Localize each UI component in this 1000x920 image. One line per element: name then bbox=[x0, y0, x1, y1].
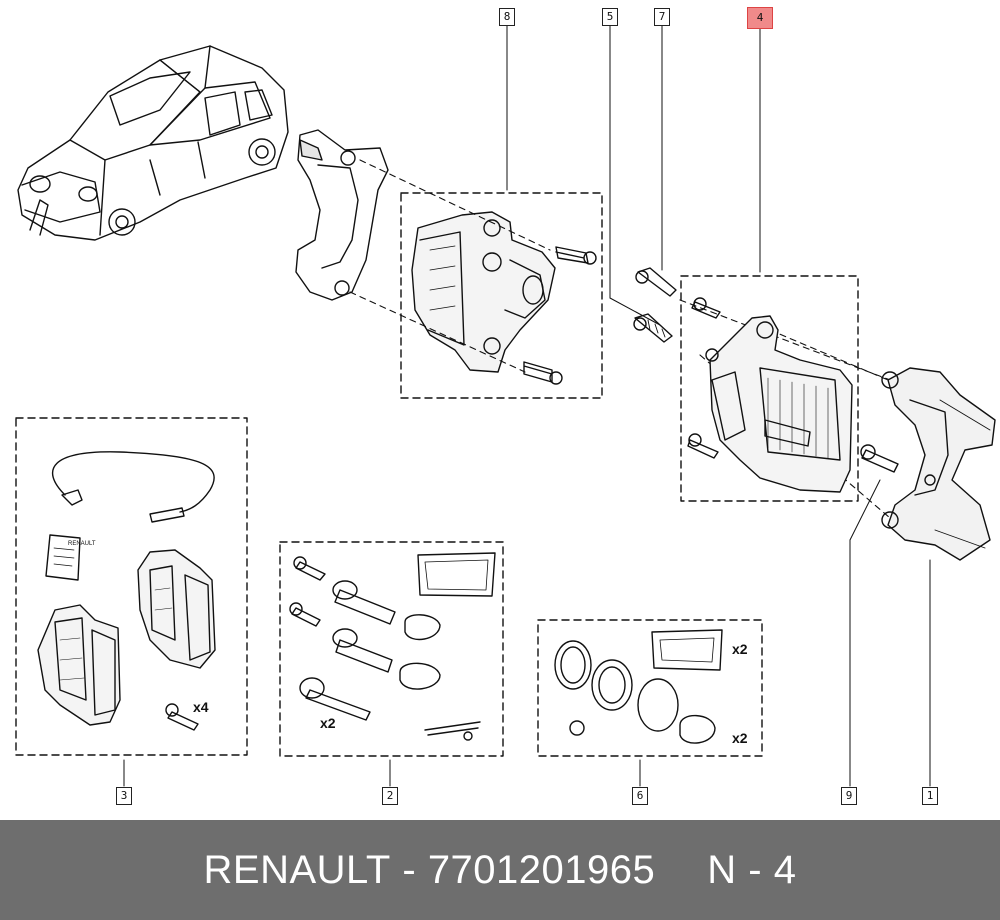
callout-5: 5 bbox=[602, 8, 618, 26]
car-illustration bbox=[17, 45, 289, 241]
group-box-3 bbox=[15, 417, 248, 756]
bracket-left bbox=[295, 129, 389, 301]
callout-7: 7 bbox=[654, 8, 670, 26]
bolts-4 bbox=[687, 297, 721, 459]
footer-brand: RENAULT bbox=[203, 847, 391, 892]
footer-bar: RENAULT - 7701201965 N - 4 bbox=[0, 820, 1000, 920]
guide-kit-parts bbox=[289, 552, 496, 741]
callout-4-highlighted: 4 bbox=[747, 7, 773, 29]
bolts-7-5 bbox=[633, 267, 677, 343]
group-box-4 bbox=[680, 275, 859, 502]
group-box-2 bbox=[279, 541, 504, 757]
leader-lines bbox=[123, 25, 931, 787]
qty-guide-bolts: x2 bbox=[320, 715, 336, 731]
bracket-right bbox=[881, 367, 996, 561]
callout-9: 9 bbox=[841, 787, 857, 805]
caliper-8 bbox=[411, 211, 556, 373]
callout-6: 6 bbox=[632, 787, 648, 805]
callout-3: 3 bbox=[116, 787, 132, 805]
qty-pad-bolts: x4 bbox=[193, 699, 209, 715]
group-box-6 bbox=[537, 619, 763, 757]
brake-pads bbox=[37, 549, 216, 726]
callout-2: 2 bbox=[382, 787, 398, 805]
footer-text: RENAULT - 7701201965 N - 4 bbox=[203, 847, 797, 892]
bolts-8 bbox=[523, 246, 597, 385]
caliper-4 bbox=[705, 315, 853, 493]
footer-part-number: 7701201965 bbox=[427, 847, 656, 892]
instruction-booklet bbox=[45, 534, 81, 581]
footer-position: N - 4 bbox=[707, 847, 797, 892]
seal-kit-parts bbox=[554, 629, 723, 744]
booklet-label: RENAULT bbox=[68, 541, 96, 547]
qty-grease: x2 bbox=[732, 641, 748, 657]
wear-sensor bbox=[51, 451, 215, 523]
callout-1: 1 bbox=[922, 787, 938, 805]
pad-bolt bbox=[165, 703, 199, 731]
group-box-8 bbox=[400, 192, 603, 399]
callout-8: 8 bbox=[499, 8, 515, 26]
bolt-9 bbox=[860, 444, 899, 473]
parts-diagram: RENAULT 8 5 7 4 3 2 6 9 1 x4 x2 x2 x2 bbox=[15, 7, 996, 805]
exploded-view: RENAULT bbox=[15, 25, 996, 787]
qty-boots: x2 bbox=[732, 730, 748, 746]
